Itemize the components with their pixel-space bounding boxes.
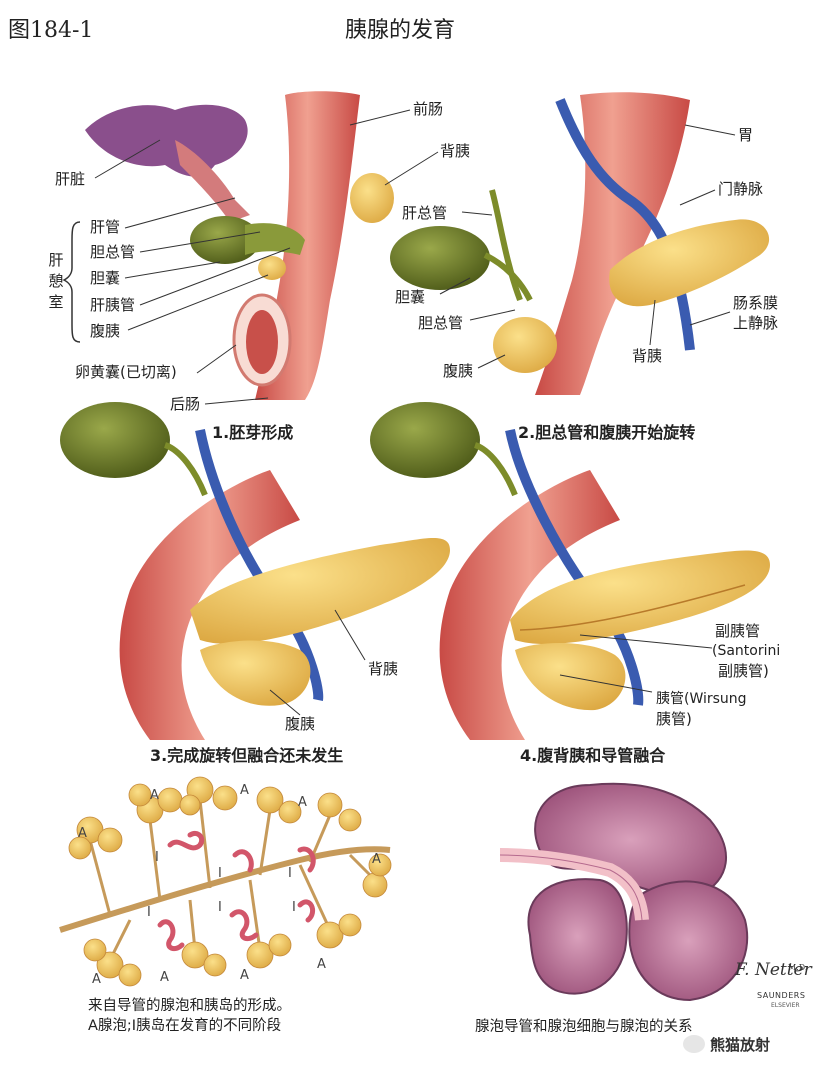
mark-acinus: A: [92, 972, 101, 987]
panel1-caption: 1.胚芽形成: [212, 423, 294, 442]
mark-acinus: A: [317, 957, 326, 972]
watermark-text: 熊猫放射: [710, 1036, 771, 1054]
mark-islet: I: [155, 850, 159, 865]
label-yolk-sac: 卵黄囊(已切离): [75, 363, 177, 381]
panel3-illustration: [60, 402, 450, 740]
mark-acinus: A: [78, 826, 87, 841]
mark-acinus: A: [240, 783, 249, 798]
label-ventral-pancreas-1: 腹胰: [90, 322, 121, 340]
label-smv-line1: 肠系膜: [733, 294, 779, 312]
label-hepatopancreatic-duct: 肝胰管: [90, 296, 136, 314]
panel2-illustration: [390, 92, 770, 395]
mark-islet: I: [218, 866, 222, 881]
label-main-duct-line2: 胰管): [656, 710, 692, 728]
panel1-illustration: [62, 91, 439, 405]
panel5-caption-line2: A腺泡;I胰岛在发育的不同阶段: [88, 1018, 282, 1034]
label-common-bile-duct-1: 胆总管: [90, 243, 136, 261]
label-hepatic-duct: 肝管: [90, 218, 121, 236]
page-title: 胰腺的发育: [345, 18, 456, 43]
mark-islet: I: [288, 866, 292, 881]
label-smv-line2: 上静脉: [733, 314, 779, 332]
label-accessory-duct-line1: 副胰管: [715, 622, 761, 640]
panel2-caption: 2.胆总管和腹胰开始旋转: [518, 423, 696, 442]
label-gallbladder-1: 胆囊: [90, 269, 121, 287]
wechat-icon: [683, 1035, 705, 1053]
mark-acinus: A: [240, 968, 249, 983]
panel5-caption-line1: 来自导管的腺泡和胰岛的形成。: [88, 998, 291, 1014]
label-ventral-pancreas-2: 腹胰: [443, 362, 474, 380]
label-common-bile-duct-2: 胆总管: [418, 314, 464, 332]
label-portal-vein: 门静脉: [718, 180, 764, 198]
label-accessory-duct-line3: 副胰管): [718, 662, 769, 680]
label-dorsal-pancreas-2: 背胰: [632, 347, 663, 365]
panel4-caption: 4.腹背胰和导管融合: [520, 746, 666, 765]
panel3-caption: 3.完成旋转但融合还未发生: [150, 746, 344, 765]
label-gallbladder-2: 胆囊: [395, 288, 426, 306]
publisher-sub: ELSEVIER: [771, 1002, 800, 1009]
label-accessory-duct-line2: (Santorini: [712, 643, 781, 659]
label-hepatic-diverticulum: 肝憩室: [48, 251, 64, 311]
mark-acinus: A: [160, 970, 169, 985]
label-ventral-pancreas-3: 腹胰: [285, 715, 316, 733]
label-foregut: 前肠: [413, 100, 444, 118]
artist-signature: F. Netter: [735, 960, 812, 980]
label-stomach: 胃: [738, 126, 754, 144]
mark-islet: I: [292, 900, 296, 915]
label-dorsal-pancreas-3: 背胰: [368, 660, 399, 678]
label-main-duct-line1: 胰管(Wirsung: [656, 691, 747, 707]
panel6-illustration: [499, 782, 749, 1002]
mark-acinus: A: [372, 852, 381, 867]
label-common-hepatic-duct: 肝总管: [402, 204, 448, 222]
mark-acinus: A: [150, 788, 159, 803]
panel4-illustration: [370, 402, 770, 740]
label-liver: 肝脏: [55, 170, 86, 188]
label-dorsal-pancreas-1: 背胰: [440, 142, 471, 160]
mark-acinus: A: [298, 795, 307, 810]
mark-islet: I: [147, 905, 151, 920]
publisher-name: SAUNDERS: [757, 991, 806, 1000]
mark-islet: I: [218, 900, 222, 915]
figure-number: 图184-1: [8, 18, 94, 43]
panel5-illustration: [59, 776, 392, 987]
panel6-caption: 腺泡导管和腺泡细胞与腺泡的关系: [475, 1019, 693, 1035]
artist-signature-md: M.D.: [788, 963, 808, 972]
label-hindgut: 后肠: [170, 395, 201, 413]
